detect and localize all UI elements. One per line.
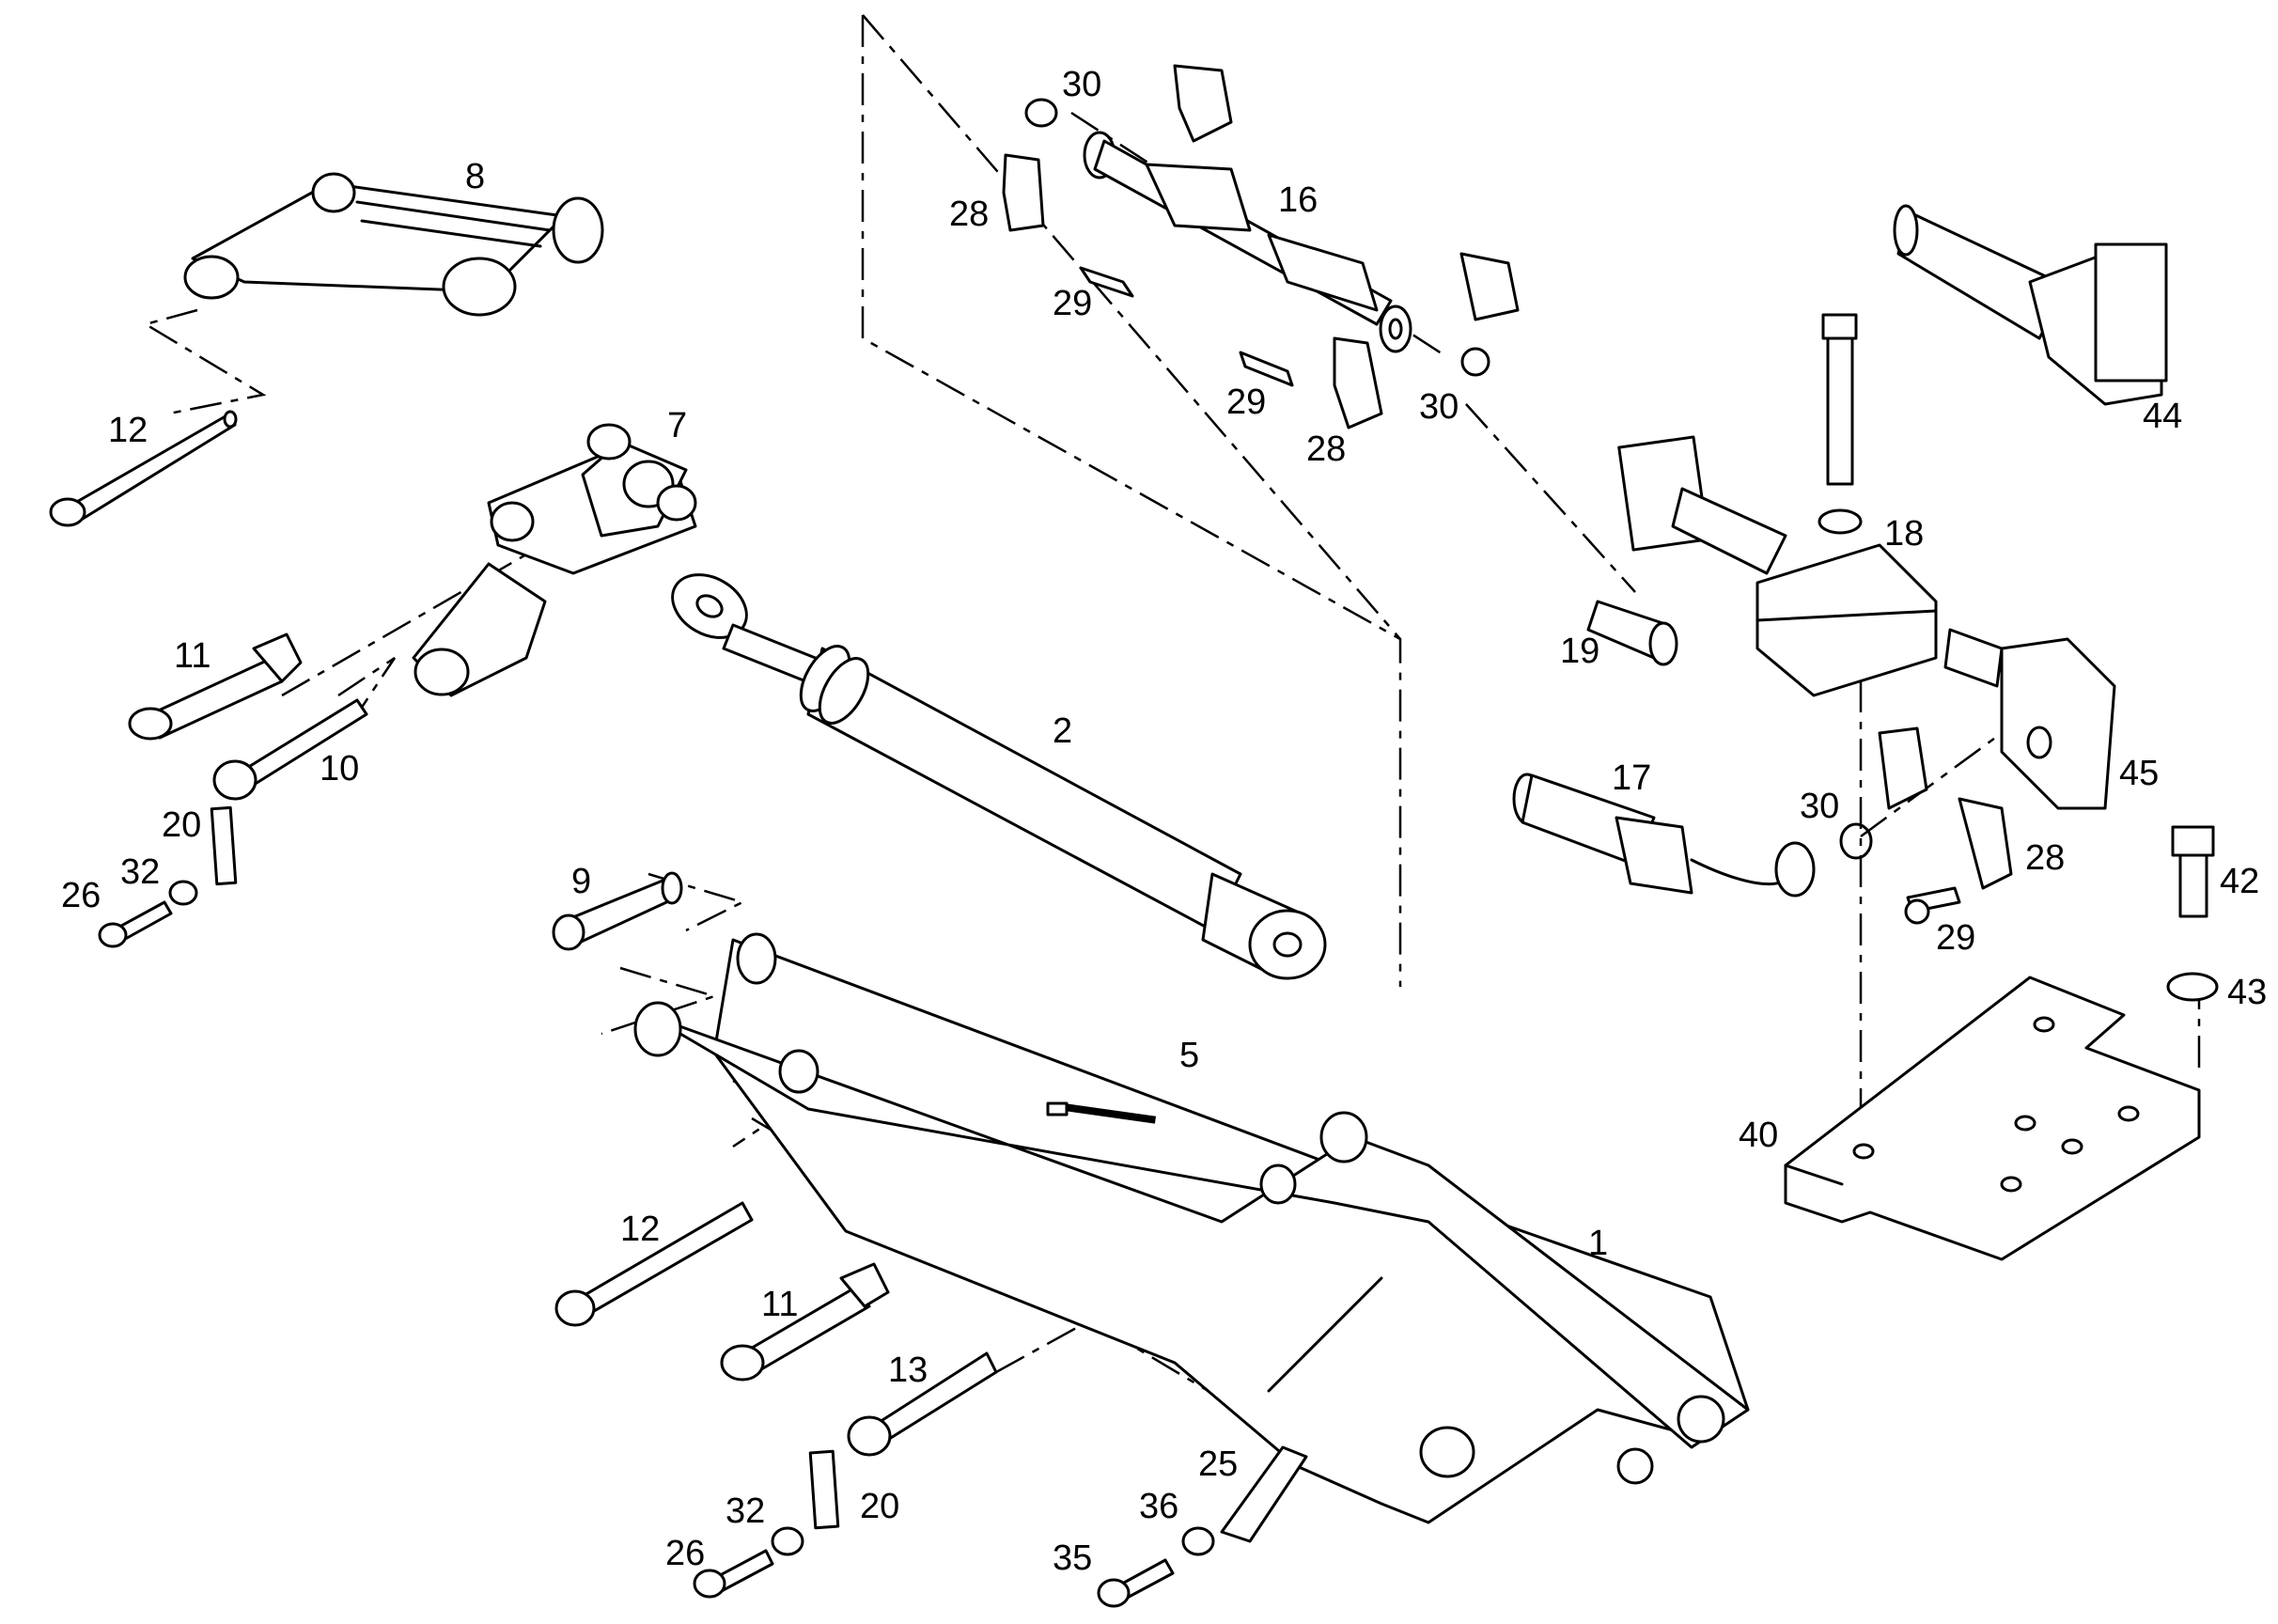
callout-12-upper: 12 xyxy=(108,411,148,450)
bolt-42-washer-43 xyxy=(2166,825,2219,1002)
callout-28-b: 28 xyxy=(1306,429,1346,469)
callout-29-c: 29 xyxy=(1936,918,1975,958)
callout-11-lower: 11 xyxy=(761,1285,798,1324)
callout-19: 19 xyxy=(1560,632,1599,671)
part-45-flange xyxy=(1943,628,2116,810)
clamp-group-upper xyxy=(1002,64,1520,429)
part-12-pin-lower xyxy=(554,1201,754,1327)
fastener-group-upper xyxy=(98,805,238,948)
callout-20-upper: 20 xyxy=(162,805,201,845)
callout-5: 5 xyxy=(1179,1036,1199,1075)
part-9-bushings xyxy=(552,871,683,951)
bracket-25-fasteners xyxy=(1097,1445,1308,1608)
callout-7: 7 xyxy=(667,406,687,445)
part-44-elbow-fitting xyxy=(1893,204,2168,406)
part-5-rod xyxy=(1046,1101,1157,1124)
callout-45: 45 xyxy=(2119,754,2159,793)
callout-11-upper: 11 xyxy=(174,636,211,676)
callout-36: 36 xyxy=(1139,1487,1178,1526)
callout-10: 10 xyxy=(320,749,359,789)
callout-44: 44 xyxy=(2143,397,2182,436)
part-17-hose xyxy=(1512,773,1816,898)
callout-26-upper: 26 xyxy=(61,876,101,915)
callout-26-lower: 26 xyxy=(665,1534,705,1573)
part-7-bracket xyxy=(412,423,697,697)
callout-29-a: 29 xyxy=(1053,284,1092,323)
callout-32-lower: 32 xyxy=(726,1491,765,1531)
callout-43: 43 xyxy=(2227,973,2267,1012)
callout-18: 18 xyxy=(1884,514,1924,554)
clamp-group-right xyxy=(1839,726,2013,925)
callout-40: 40 xyxy=(1739,1116,1778,1155)
callout-8: 8 xyxy=(465,157,485,196)
callout-42: 42 xyxy=(2220,862,2259,901)
part-2-hydraulic-cylinder xyxy=(671,573,1327,980)
part-18-clamp-block xyxy=(1755,313,1938,697)
part-11-pin-lower xyxy=(720,1262,890,1382)
fastener-group-lower xyxy=(693,1449,840,1599)
part-8-link-frame xyxy=(183,172,604,317)
callout-28-c: 28 xyxy=(2025,838,2065,878)
callout-25: 25 xyxy=(1198,1444,1238,1484)
flange-left xyxy=(1617,435,1787,575)
part-1-boom-arm xyxy=(633,932,1750,1524)
part-40-base-plate xyxy=(1784,976,2201,1261)
callout-2: 2 xyxy=(1053,711,1072,751)
callout-9: 9 xyxy=(571,862,591,901)
callout-20-lower: 20 xyxy=(860,1487,899,1526)
callout-29-b: 29 xyxy=(1226,383,1266,422)
part-19-spacer xyxy=(1586,600,1678,666)
part-10-pin xyxy=(212,698,368,801)
part-11-pin-upper xyxy=(128,632,303,741)
callout-28-a: 28 xyxy=(949,195,989,234)
callout-13: 13 xyxy=(888,1351,928,1390)
part-12-pin-upper xyxy=(49,410,238,527)
part-16-pipe xyxy=(1083,131,1412,353)
callout-35: 35 xyxy=(1053,1538,1092,1578)
callout-16: 16 xyxy=(1278,180,1318,220)
callout-30-a: 30 xyxy=(1062,65,1101,104)
callout-30-b: 30 xyxy=(1419,387,1459,427)
callout-12-lower: 12 xyxy=(620,1210,660,1249)
callout-17: 17 xyxy=(1612,758,1651,798)
part-13-pin xyxy=(847,1351,998,1457)
callout-30-c: 30 xyxy=(1800,787,1839,826)
callout-32-upper: 32 xyxy=(120,852,160,892)
callout-1: 1 xyxy=(1588,1224,1608,1263)
callout-labels: 1 2 5 7 8 9 10 11 11 12 12 13 16 17 18 1… xyxy=(61,65,2267,1578)
